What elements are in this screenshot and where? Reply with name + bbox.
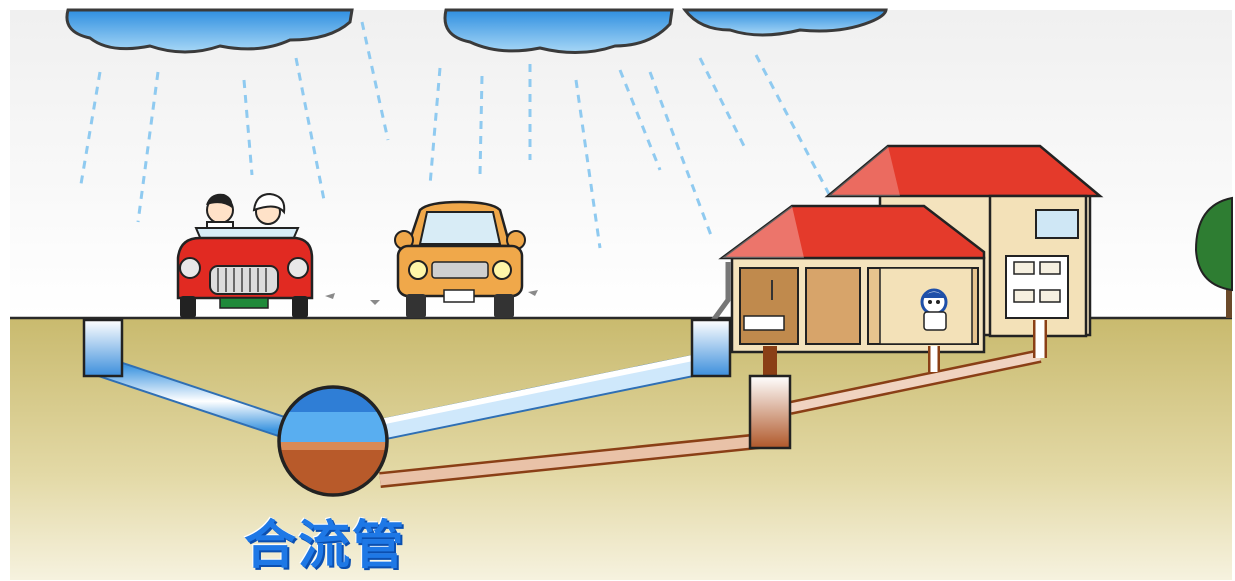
combined-sewer-pipe (279, 387, 387, 495)
orange-car-icon (394, 200, 526, 318)
combined-sewer-pipes (96, 320, 1047, 488)
stormwater-inlet-right (690, 318, 732, 378)
mascot-icon (920, 288, 948, 331)
tree-icon (1194, 196, 1233, 318)
cloud-left (65, 8, 354, 54)
cloud-middle (443, 8, 674, 55)
combined-pipe-caption: 合流管 (244, 516, 407, 576)
exhaust-puffs (325, 290, 538, 305)
red-convertible-car-icon (176, 192, 314, 318)
house-icon (709, 144, 1104, 354)
cloud-right (681, 8, 888, 37)
inspection-chamber (748, 374, 792, 450)
stormwater-inlet-left (82, 318, 124, 378)
rain (78, 21, 832, 249)
